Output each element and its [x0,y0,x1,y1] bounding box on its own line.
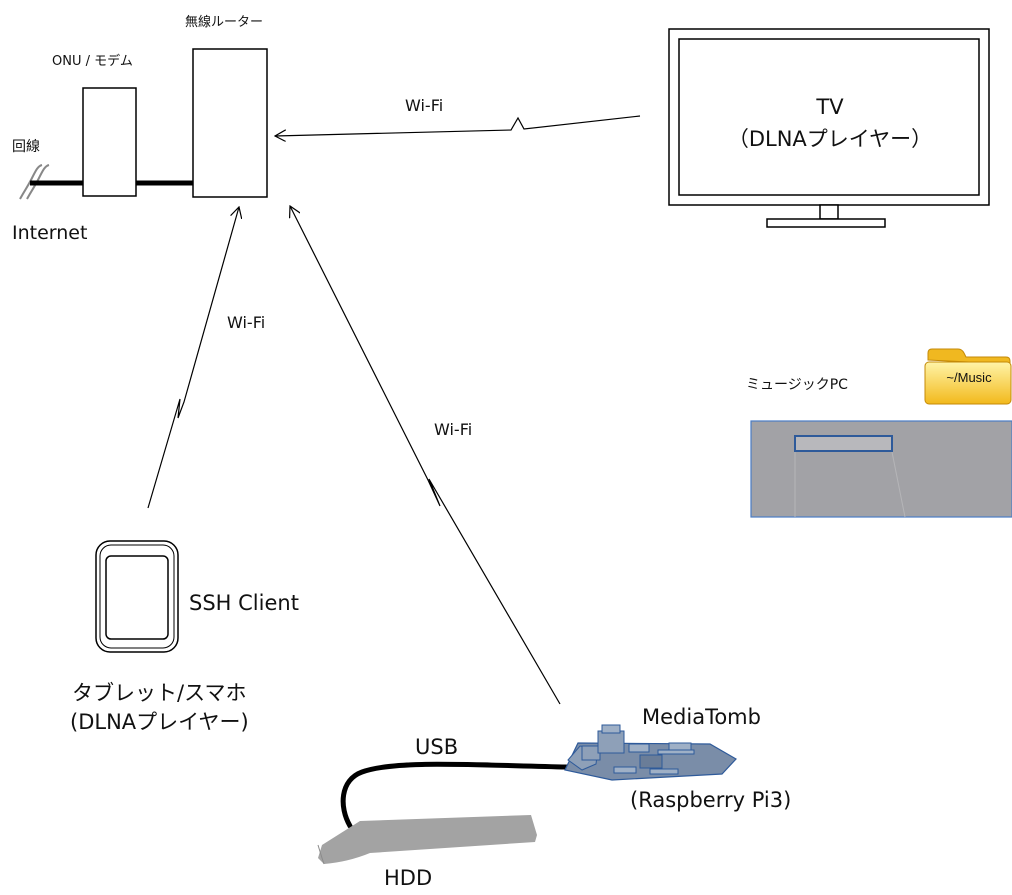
ssh-client-label: SSH Client [189,591,299,615]
modem-label: ONU / モデム [52,54,133,69]
music-pc [750,420,1012,518]
raspberry-pi-board [564,724,737,781]
hdd-label: HDD [384,866,433,890]
folder-icon [924,348,1012,405]
wifi-link-tv-router [275,115,641,136]
tablet-label: タブレット/スマホ [72,681,247,705]
modem-box [82,87,137,197]
wifi-link-pi-router [290,206,561,705]
hdd-icon [317,815,537,865]
folder-label: ~/Music [946,370,992,385]
internet-label: Internet [12,222,88,244]
wifi-label-tablet: Wi-Fi [227,313,266,332]
raspberry-pi-label: (Raspberry Pi3) [630,788,792,812]
internet-line [19,164,193,200]
tv-text: TV （DLNAプレイヤー） [680,92,980,155]
wifi-label-tv: Wi-Fi [405,96,444,115]
usb-label: USB [415,735,459,759]
wifi-link-tablet-router [147,207,239,509]
wifi-label-pi: Wi-Fi [434,420,473,439]
music-pc-label: ミュージックPC [746,377,848,393]
usb-cable [340,761,570,829]
tv-title: TV [816,95,844,119]
router-label: 無線ルーター [185,15,264,30]
tablet-player-label: (DLNAプレイヤー) [70,710,249,734]
tv-subtitle: （DLNAプレイヤー） [727,126,933,151]
tv-icon [668,28,990,228]
tablet-icon [95,540,179,653]
line-label: 回線 [12,139,40,155]
router-box [192,48,268,198]
mediatomb-label: MediaTomb [642,705,761,729]
